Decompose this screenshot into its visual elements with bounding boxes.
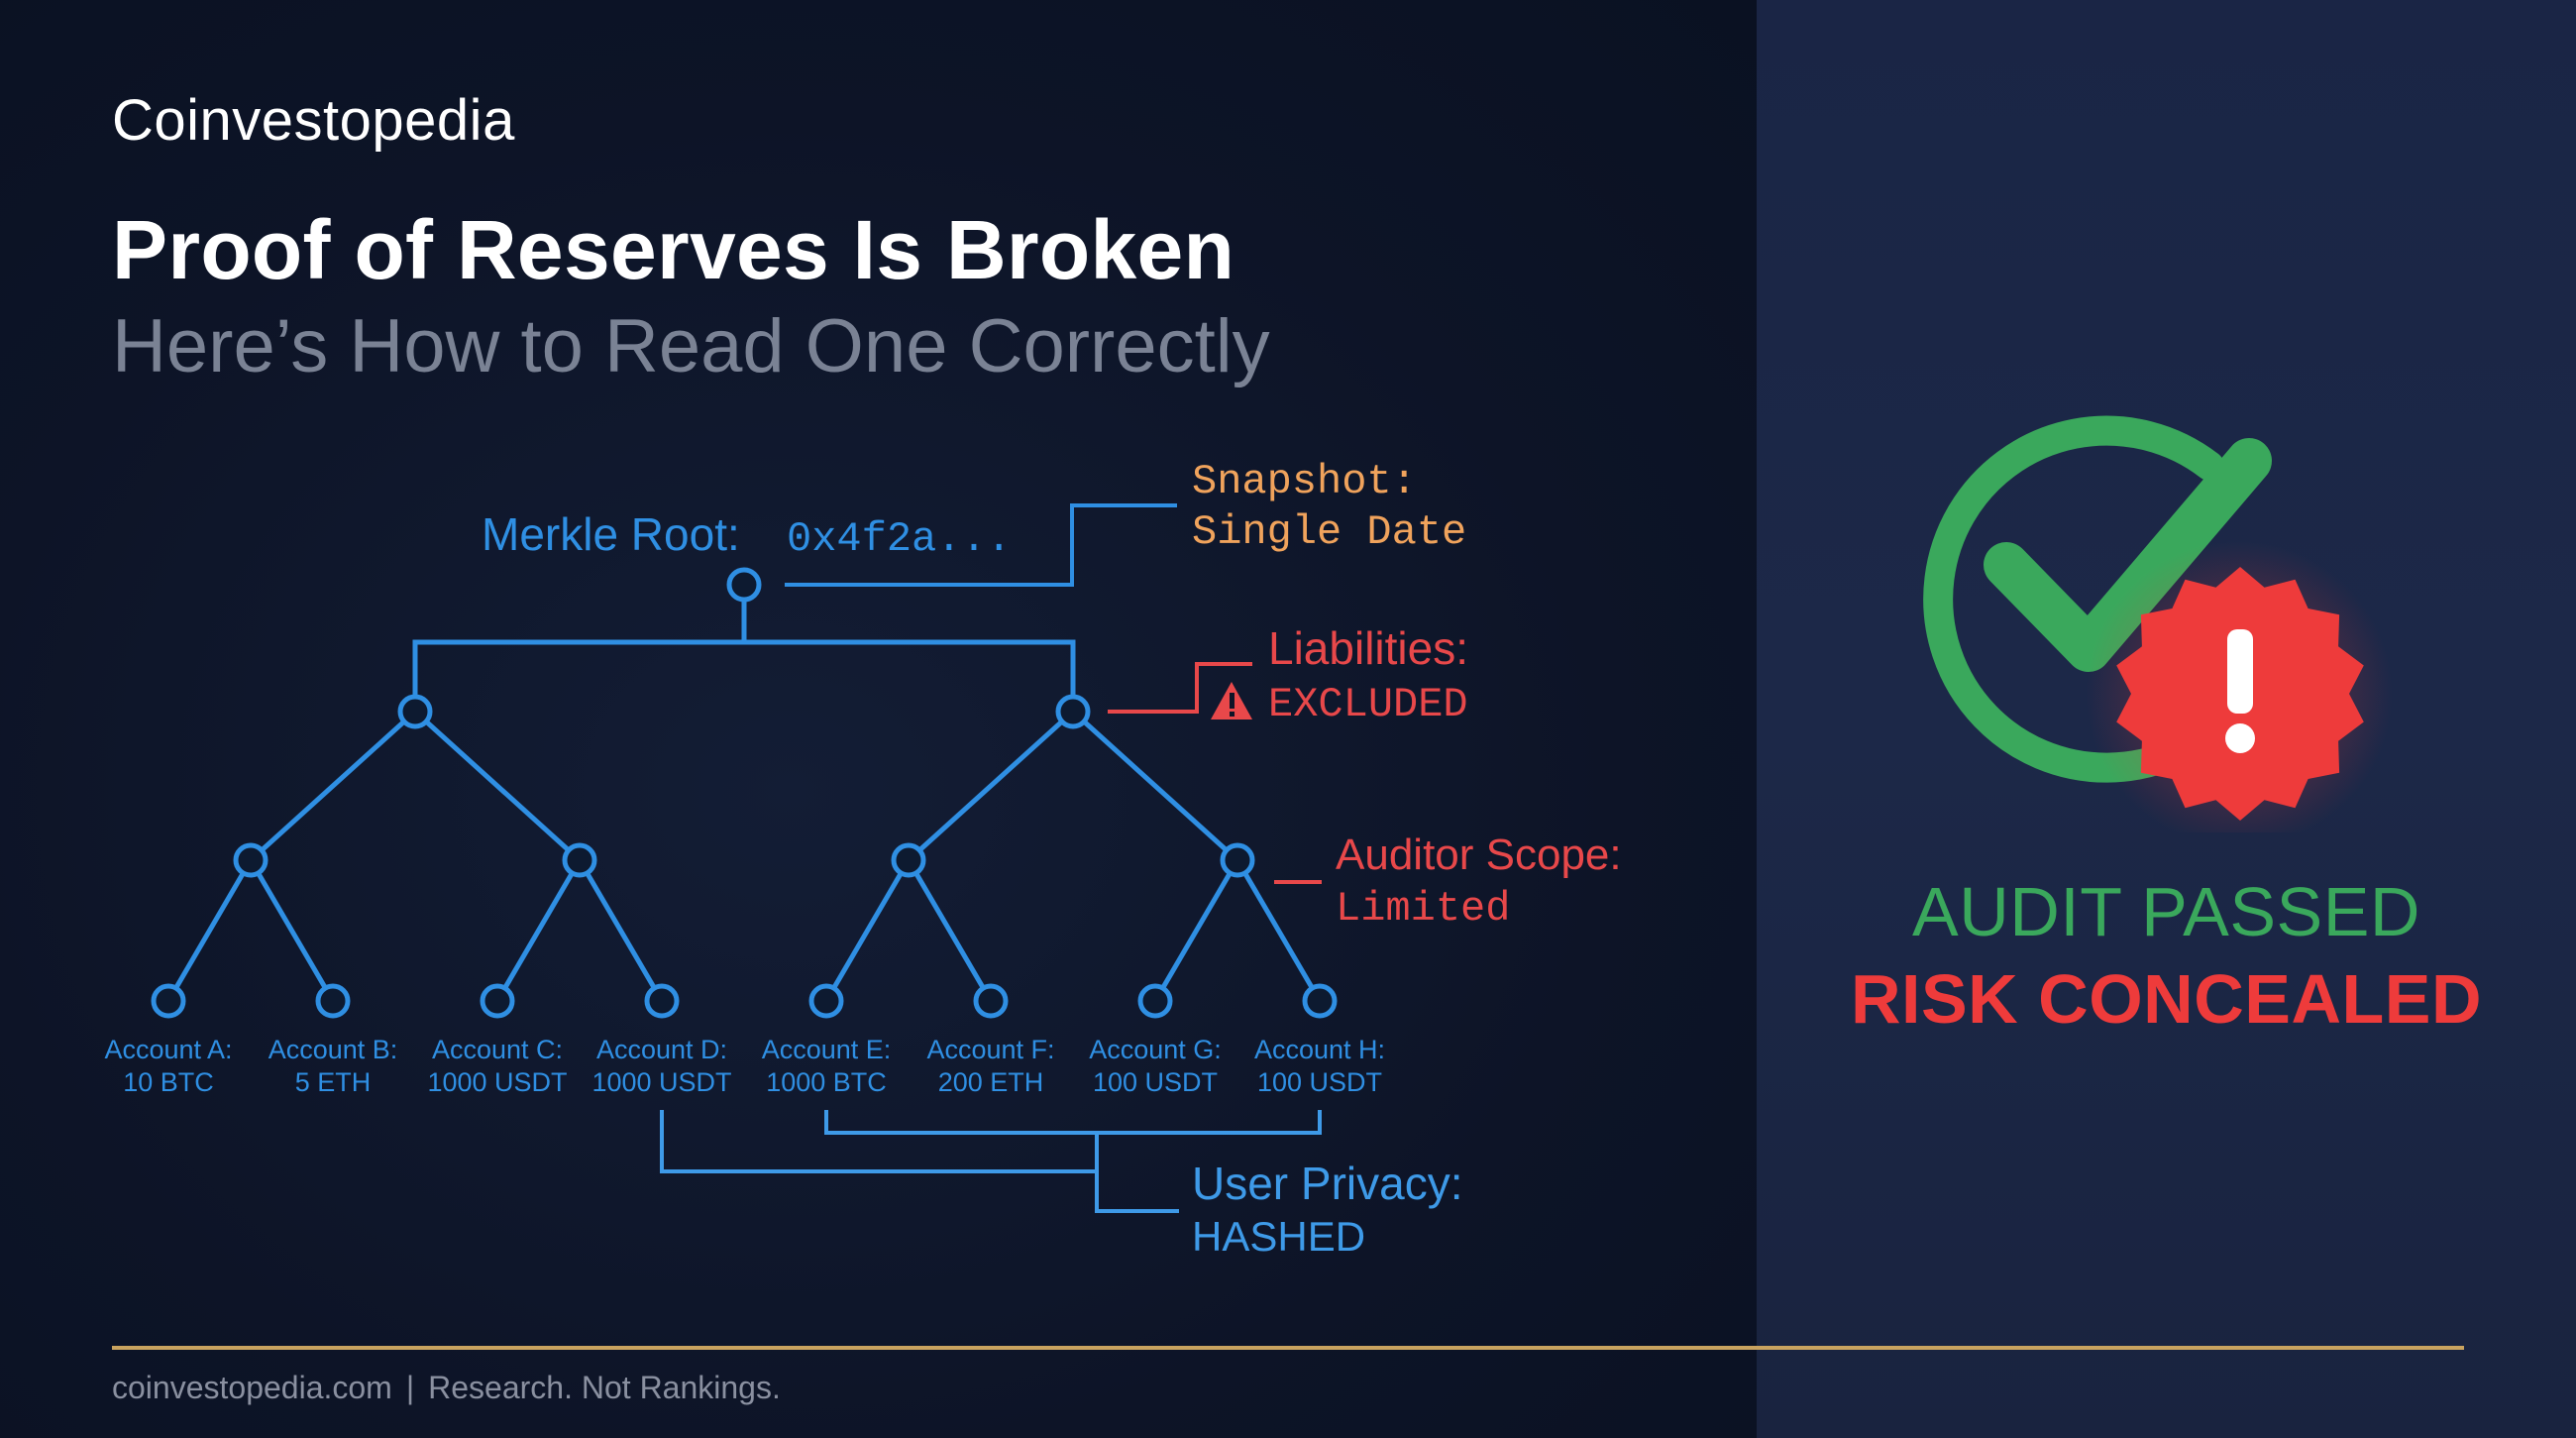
root-branch: [412, 639, 1076, 712]
leaf-node: [1302, 983, 1338, 1019]
merkle-root-label: Merkle Root:: [482, 508, 740, 560]
leaf-node: [808, 983, 844, 1019]
account-name: Account G:: [1089, 1035, 1222, 1064]
leaf-node: [644, 983, 680, 1019]
auditor-scope-title: Auditor Scope:: [1336, 830, 1622, 879]
tree-node: [891, 842, 926, 878]
audit-passed-label: AUDIT PASSED: [1912, 873, 2420, 950]
tree-node: [1055, 694, 1091, 729]
tree-edge: [1234, 858, 1323, 1003]
tree-edges: [165, 585, 1323, 1003]
tree-node: [397, 694, 433, 729]
risk-concealed-label: RISK CONCEALED: [1850, 960, 2483, 1038]
account-name: Account E:: [762, 1035, 892, 1064]
account-amount: 100 USDT: [1093, 1067, 1218, 1097]
account-amount: 10 BTC: [123, 1067, 214, 1097]
tree-edge: [577, 858, 665, 1003]
leaf-node: [480, 983, 515, 1019]
tree-edge: [494, 858, 583, 1003]
user-privacy-value: HASHED: [1192, 1213, 1365, 1260]
account-amount: 1000 USDT: [427, 1067, 567, 1097]
page-subtitle: Here’s How to Read One Correctly: [112, 304, 1270, 388]
tree-edge: [1071, 710, 1239, 862]
tree-edge: [165, 858, 254, 1003]
snapshot-connector: [785, 503, 1177, 587]
footer-tagline: Research. Not Rankings.: [428, 1370, 781, 1405]
account-name: Account B:: [268, 1035, 398, 1064]
liabilities-title: Liabilities:: [1268, 622, 1468, 674]
tree-edge: [1152, 858, 1240, 1003]
privacy-connector: [1095, 1133, 1179, 1213]
auditor-scope-value: Limited: [1336, 885, 1510, 933]
warning-icon: [1211, 682, 1252, 719]
liabilities-connector: [1108, 662, 1252, 714]
tree-edge: [248, 858, 336, 1003]
leaf-node: [315, 983, 351, 1019]
account-amount: 1000 USDT: [591, 1067, 731, 1097]
tree-edge: [823, 858, 912, 1003]
tree-nodes: [151, 567, 1338, 1019]
leaf-node: [973, 983, 1009, 1019]
footer-site: coinvestopedia.com: [112, 1370, 392, 1405]
account-amount: 1000 BTC: [766, 1067, 887, 1097]
snapshot-title: Snapshot:: [1192, 458, 1417, 505]
account-amount: 100 USDT: [1257, 1067, 1382, 1097]
account-amount: 200 ETH: [938, 1067, 1044, 1097]
callout-lines: [660, 503, 1322, 1213]
privacy-bracket-d: [660, 1110, 1097, 1173]
tree-edge: [907, 710, 1075, 862]
liabilities-value: EXCLUDED: [1268, 681, 1468, 728]
footer-separator: |: [405, 1370, 415, 1405]
merkle-tree-diagram: Merkle Root: 0x4f2a... Account A:10 BTCA…: [104, 458, 1622, 1260]
page-title: Proof of Reserves Is Broken: [112, 203, 1235, 296]
privacy-bracket-eh: [824, 1110, 1322, 1135]
tree-node: [1220, 842, 1255, 878]
merkle-root-hash: 0x4f2a...: [787, 515, 1012, 563]
tree-edge: [413, 710, 582, 862]
snapshot-value: Single Date: [1192, 508, 1466, 556]
tree-edge: [249, 710, 417, 862]
left-panel: [0, 0, 1757, 1438]
leaf-node: [1137, 983, 1173, 1019]
merkle-root-node: [726, 567, 762, 603]
checkmark: [1984, 438, 2272, 672]
account-name: Account F:: [926, 1035, 1054, 1064]
tree-edge: [906, 858, 994, 1003]
account-labels: Account A: 10 BTC Account B: 5 ETH Account C…: [104, 1035, 1385, 1097]
checkmark-with-alert-badge-icon: [1912, 396, 2398, 847]
account-name: Account C:: [432, 1035, 563, 1064]
brand-logo-text: Coinvestopedia: [112, 88, 515, 153]
user-privacy-title: User Privacy:: [1192, 1158, 1462, 1209]
account-name: Account H:: [1254, 1035, 1385, 1064]
account-name: Account A:: [104, 1035, 232, 1064]
footer-divider: [112, 1346, 2464, 1350]
footer: coinvestopedia.com | Research. Not Ranking…: [112, 1370, 781, 1406]
tree-node: [562, 842, 597, 878]
leaf-node: [151, 983, 186, 1019]
account-amount: 5 ETH: [295, 1067, 372, 1097]
tree-node: [233, 842, 268, 878]
account-name: Account D:: [596, 1035, 727, 1064]
